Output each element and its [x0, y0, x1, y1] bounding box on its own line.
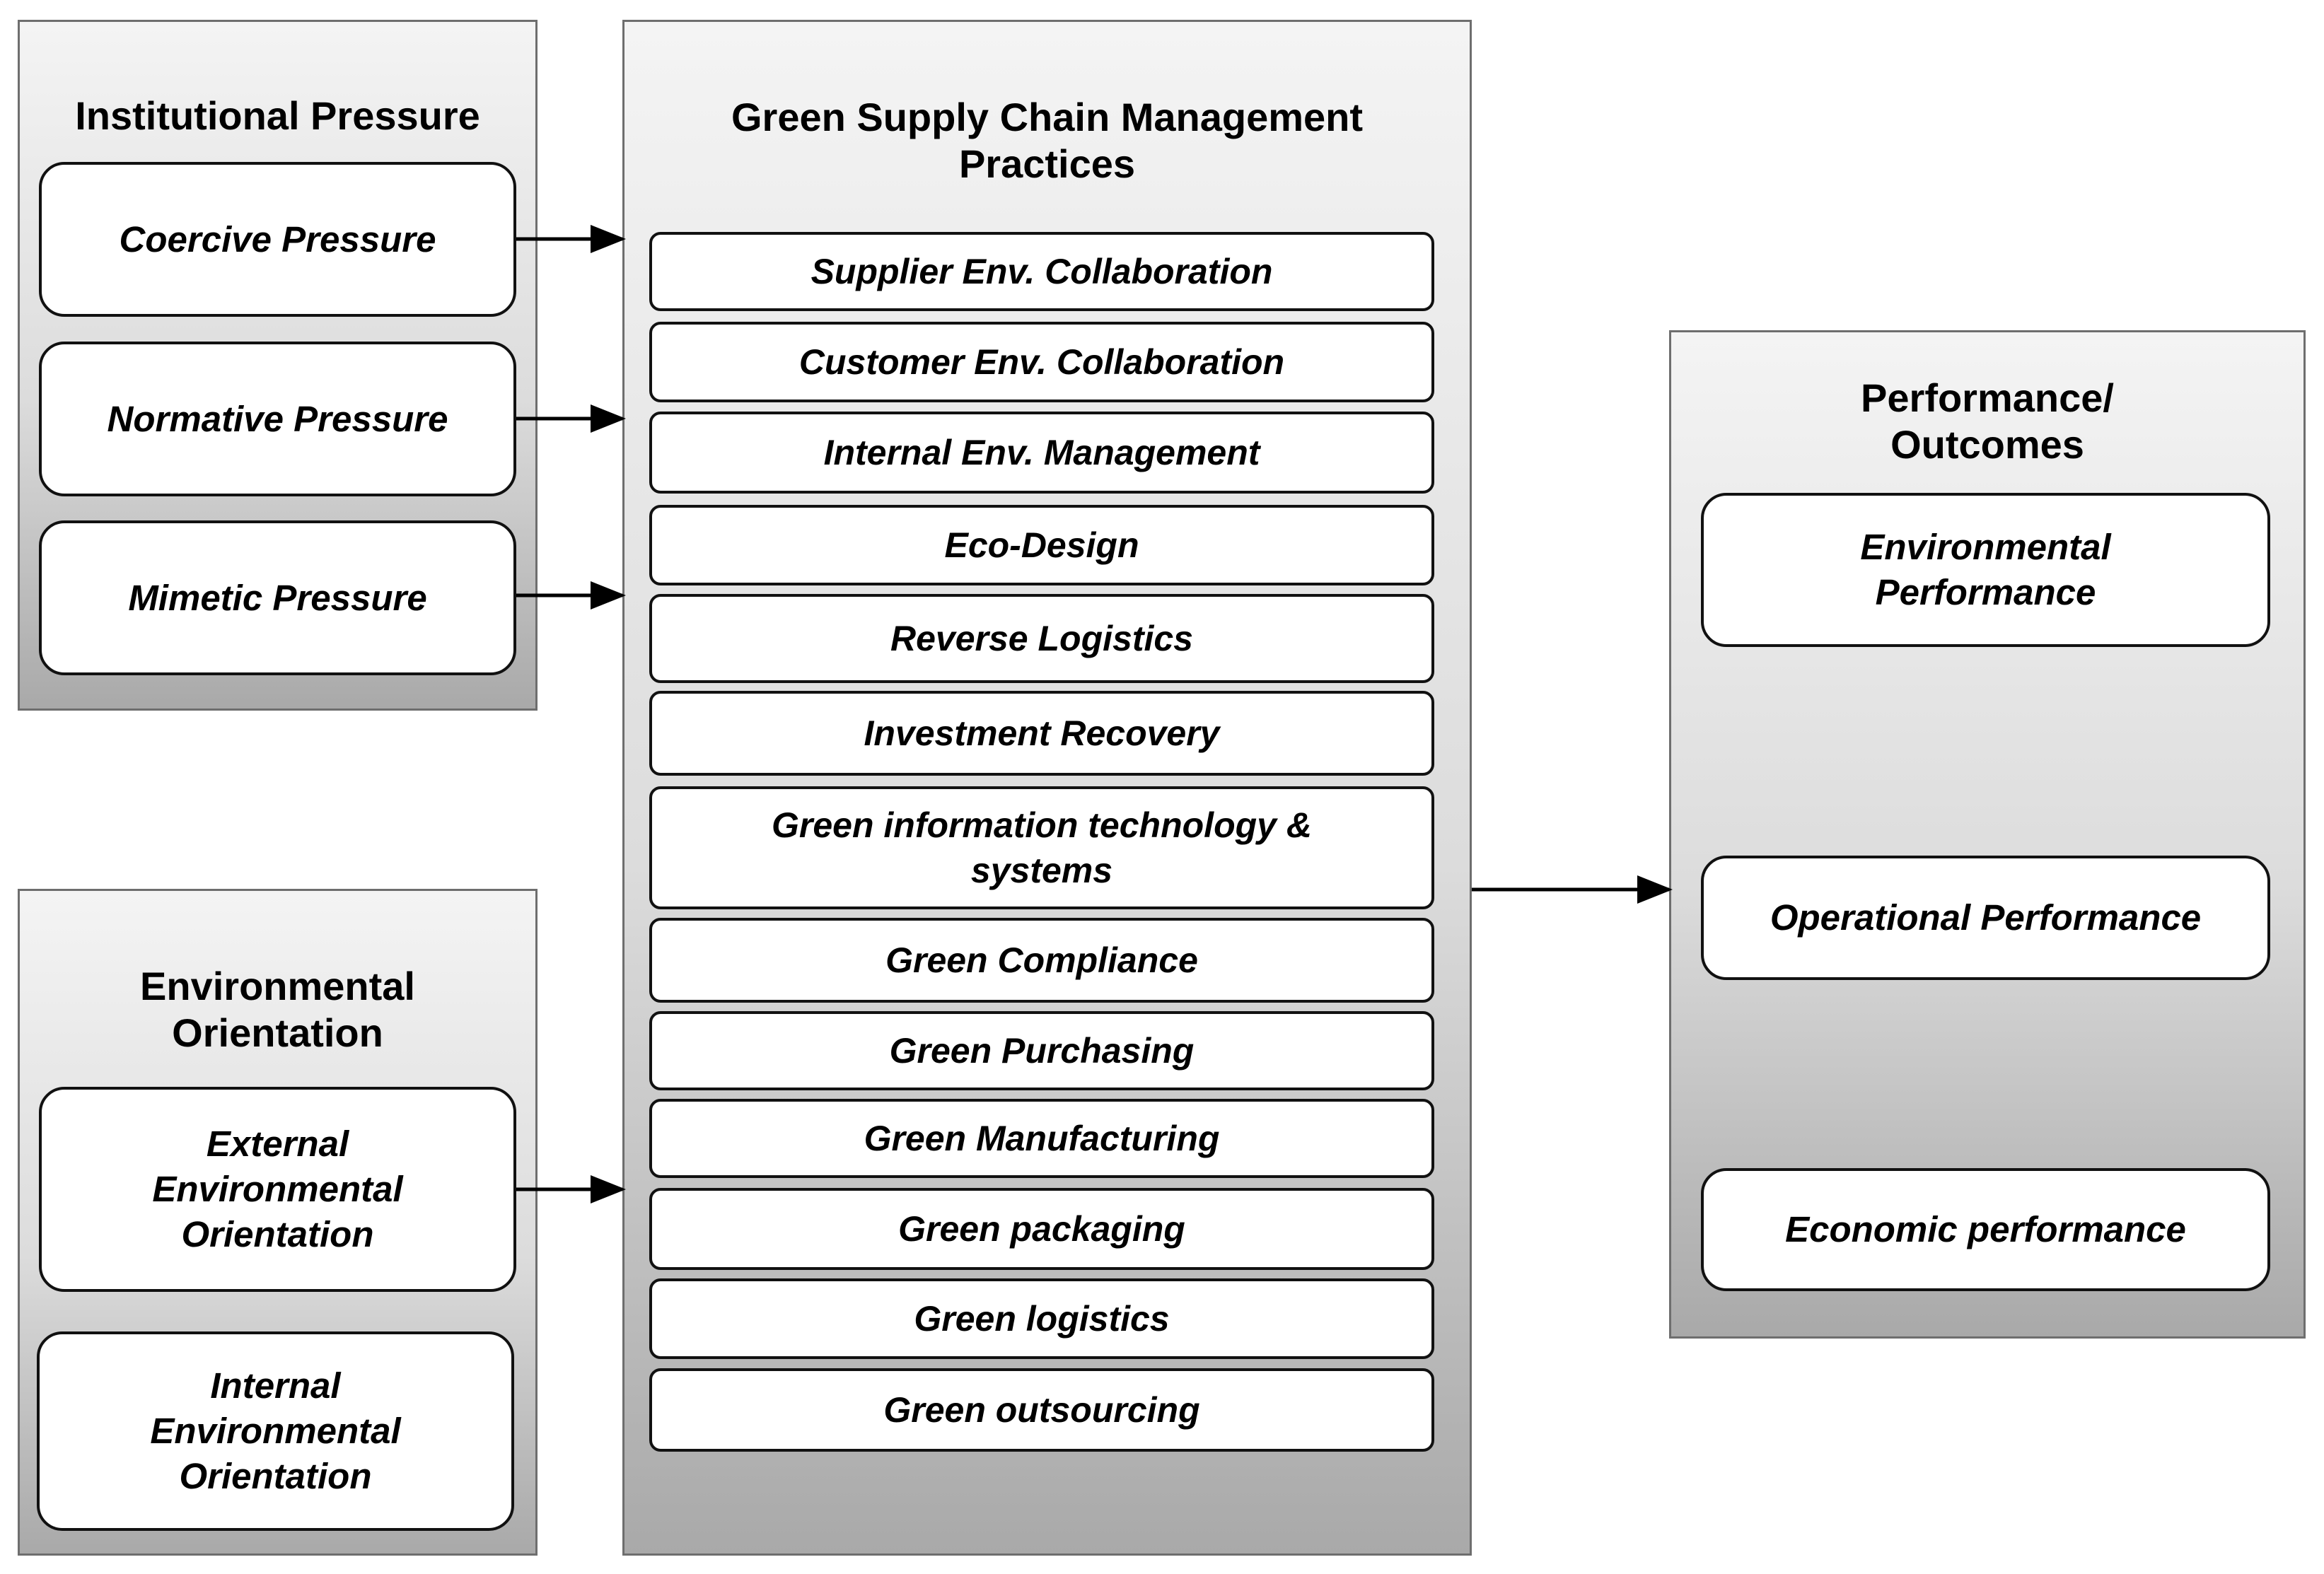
gscm-item-green-packaging: Green packaging: [649, 1188, 1434, 1270]
economic-performance-box: Economic performance: [1701, 1168, 2270, 1291]
gscm-item-green-compliance: Green Compliance: [649, 918, 1434, 1003]
mimetic-pressure-box: Mimetic Pressure: [39, 520, 516, 675]
gscm-item-label: Green outsourcing: [883, 1390, 1200, 1430]
performance-outcomes-title: Performance/ Outcomes: [1861, 375, 2114, 467]
coercive-pressure-label: Coercive Pressure: [119, 218, 436, 260]
operational-performance-box: Operational Performance: [1701, 856, 2270, 980]
gscm-item-label: Green logistics: [914, 1299, 1170, 1339]
gscm-item-label: Supplier Env. Collaboration: [811, 252, 1273, 291]
gscm-item-investment-recovery: Investment Recovery: [649, 691, 1434, 776]
coercive-pressure-box: Coercive Pressure: [39, 162, 516, 317]
gscm-item-eco-design: Eco-Design: [649, 505, 1434, 585]
gscm-item-green-outsourcing: Green outsourcing: [649, 1368, 1434, 1452]
external-environmental-orientation-box: External Environmental Orientation: [39, 1087, 516, 1292]
gscm-item-green-it-systems: Green information technology & systems: [649, 786, 1434, 909]
gscm-item-label: Green Manufacturing: [864, 1119, 1220, 1158]
gscm-item-label: Green packaging: [898, 1209, 1185, 1249]
gscm-item-green-logistics: Green logistics: [649, 1278, 1434, 1359]
operational-performance-label: Operational Performance: [1770, 897, 2202, 938]
gscm-item-label: Investment Recovery: [864, 713, 1220, 753]
gscm-item-label: Green Purchasing: [889, 1031, 1195, 1071]
gscm-item-customer-env-collaboration: Customer Env. Collaboration: [649, 322, 1434, 402]
environmental-performance-label: Environmental Performance: [1860, 527, 2111, 612]
mimetic-pressure-label: Mimetic Pressure: [128, 577, 427, 618]
gscm-item-label: Green Compliance: [885, 940, 1198, 980]
gscm-item-reverse-logistics: Reverse Logistics: [649, 594, 1434, 683]
gscm-item-green-manufacturing: Green Manufacturing: [649, 1099, 1434, 1178]
external-environmental-orientation-label: External Environmental Orientation: [152, 1124, 403, 1254]
internal-environmental-orientation-box: Internal Environmental Orientation: [37, 1331, 514, 1531]
internal-environmental-orientation-label: Internal Environmental Orientation: [150, 1365, 401, 1496]
gscm-item-label: Eco-Design: [944, 525, 1139, 565]
gscm-item-label: Green information technology & systems: [772, 805, 1312, 890]
gscm-item-label: Internal Env. Management: [823, 433, 1260, 472]
gscm-item-green-purchasing: Green Purchasing: [649, 1011, 1434, 1090]
gscm-item-label: Customer Env. Collaboration: [798, 342, 1285, 382]
gscm-item-label: Reverse Logistics: [890, 619, 1193, 658]
gscm-practices-title: Green Supply Chain Management Practices: [731, 95, 1364, 186]
environmental-performance-box: Environmental Performance: [1701, 493, 2270, 647]
gscm-item-supplier-env-collaboration: Supplier Env. Collaboration: [649, 232, 1434, 311]
environmental-orientation-title: Environmental Orientation: [140, 964, 415, 1055]
institutional-pressure-title: Institutional Pressure: [75, 93, 480, 138]
normative-pressure-box: Normative Pressure: [39, 342, 516, 496]
economic-performance-label: Economic performance: [1785, 1209, 2186, 1249]
gscm-item-internal-env-management: Internal Env. Management: [649, 412, 1434, 494]
normative-pressure-label: Normative Pressure: [107, 398, 448, 439]
